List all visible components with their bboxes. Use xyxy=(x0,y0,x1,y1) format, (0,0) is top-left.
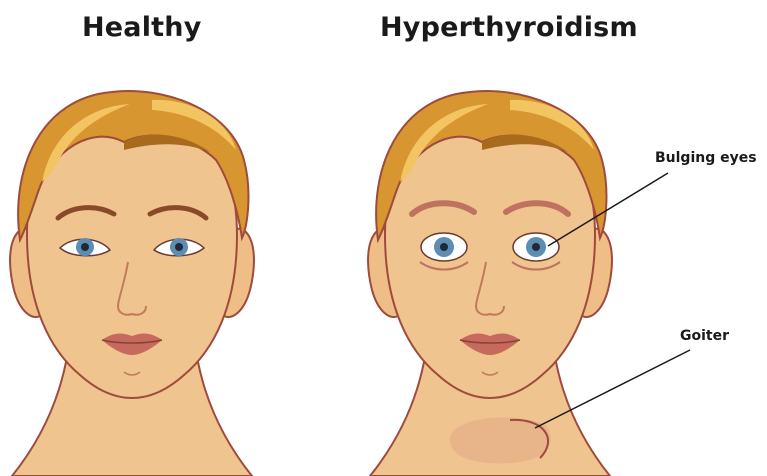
left-pupil xyxy=(81,243,89,251)
right-pupil xyxy=(175,243,183,251)
right-pupil xyxy=(532,243,540,251)
healthy-face xyxy=(10,91,254,476)
goiter-label: Goiter xyxy=(680,328,729,344)
hyperthyroid-face xyxy=(368,91,612,476)
left-pupil xyxy=(440,243,448,251)
bulging-eyes-label: Bulging eyes xyxy=(655,150,757,166)
